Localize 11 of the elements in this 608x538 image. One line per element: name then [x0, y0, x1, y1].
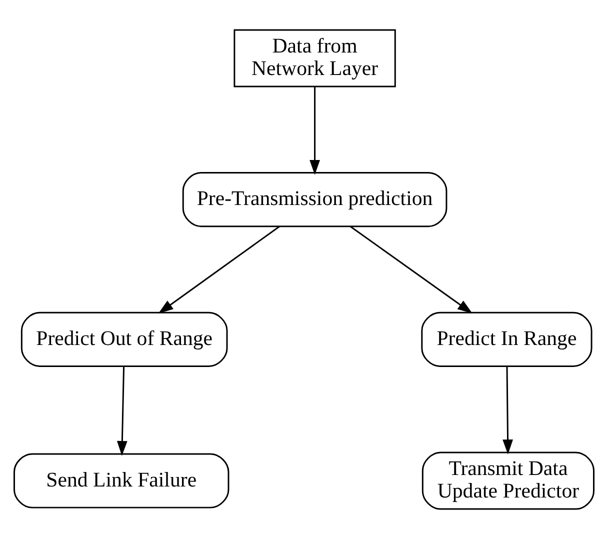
node-box: Predict In Range — [421, 311, 592, 366]
arrow — [116, 366, 128, 456]
node-box: Predict Out of Range — [20, 311, 228, 366]
node-box: Data from Network Layer — [234, 28, 396, 87]
node-box: Send Link Failure — [14, 452, 230, 508]
node-box: Pre-Transmission prediction — [182, 172, 448, 227]
arrow — [158, 225, 280, 313]
arrow — [502, 366, 513, 454]
arrow — [350, 225, 472, 313]
arrow — [310, 86, 320, 174]
node-box: Transmit Data Update Predictor — [422, 451, 594, 510]
